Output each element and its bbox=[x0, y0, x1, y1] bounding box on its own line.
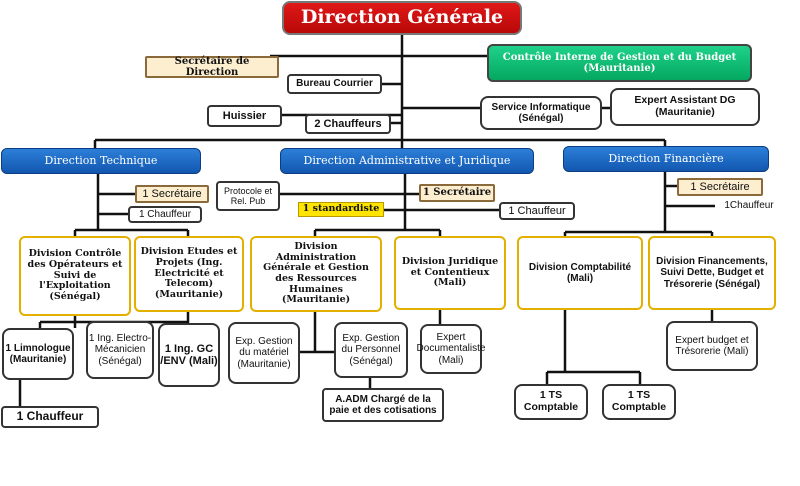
direction-generale-box[interactable]: Direction Générale bbox=[282, 1, 522, 35]
direction-administrative-label: Direction Administrative et Juridique bbox=[303, 153, 511, 167]
division-controle-label: Division Contrôle des Opérateurs et Suiv… bbox=[27, 248, 123, 302]
protocole-box[interactable]: Protocole et Rel. Pub bbox=[216, 181, 280, 211]
exp-personnel-box[interactable]: Exp. Gestion du Personnel (Sénégal) bbox=[334, 322, 408, 378]
secretaire-direction-box[interactable]: Secrétaire de Direction bbox=[145, 56, 279, 78]
adm-paie-label: A.ADM Chargé de la paie et des cotisatio… bbox=[329, 393, 437, 416]
chauffeurs-box[interactable]: 2 Chauffeurs bbox=[305, 114, 391, 134]
fin-secretaire-label: 1 Secrétaire bbox=[690, 180, 750, 193]
ing-gc-box[interactable]: 1 Ing. GC /ENV (Mali) bbox=[158, 323, 220, 387]
service-informatique-box[interactable]: Service Informatique (Sénégal) bbox=[480, 96, 602, 130]
secretaire-direction-label: Secrétaire de Direction bbox=[174, 55, 250, 78]
ts-comptable-2-box[interactable]: 1 TS Comptable bbox=[602, 384, 676, 420]
service-informatique-label: Service Informatique (Sénégal) bbox=[491, 101, 591, 124]
direction-generale-title: Direction Générale bbox=[300, 6, 504, 29]
limnologue-box[interactable]: 1 Limnologue (Mauritanie) bbox=[2, 328, 74, 380]
bureau-courrier-box[interactable]: Bureau Courrier bbox=[287, 74, 382, 94]
division-etudes-label: Division Etudes et Projets (Ing. Electri… bbox=[140, 246, 238, 300]
direction-technique-box[interactable]: Direction Technique bbox=[1, 148, 201, 174]
fin-secretaire-box[interactable]: 1 Secrétaire bbox=[677, 178, 763, 196]
expert-budget-label: Expert budget et Trésorerie (Mali) bbox=[675, 334, 749, 357]
division-juridique-box[interactable]: Division Juridique et Contentieux (Mali) bbox=[394, 236, 506, 310]
standardiste-label: 1 standardiste bbox=[302, 203, 380, 215]
ing-gc-label: 1 Ing. GC /ENV (Mali) bbox=[160, 342, 218, 367]
exp-materiel-box[interactable]: Exp. Gestion du matériel (Mauritanie) bbox=[228, 322, 300, 384]
division-comptabilite-box[interactable]: Division Comptabilité (Mali) bbox=[517, 236, 643, 310]
admin-secretaire-box[interactable]: 1 Secrétaire bbox=[419, 184, 495, 202]
huissier-box[interactable]: Huissier bbox=[207, 105, 282, 127]
division-etudes-box[interactable]: Division Etudes et Projets (Ing. Electri… bbox=[134, 236, 244, 312]
tech-secretaire-label: 1 Secrétaire bbox=[142, 187, 202, 200]
expert-dg-label: Expert Assistant DG (Mauritanie) bbox=[634, 94, 736, 118]
direction-administrative-box[interactable]: Direction Administrative et Juridique bbox=[280, 148, 534, 174]
division-administration-box[interactable]: Division Administration Générale et Gest… bbox=[250, 236, 382, 312]
direction-financiere-label: Direction Financière bbox=[608, 151, 724, 165]
direction-financiere-box[interactable]: Direction Financière bbox=[563, 146, 769, 172]
tech-secretaire-box[interactable]: 1 Secrétaire bbox=[135, 185, 209, 203]
chauffeurs-label: 2 Chauffeurs bbox=[314, 117, 382, 130]
exp-personnel-label: Exp. Gestion du Personnel (Sénégal) bbox=[341, 333, 401, 367]
expert-documentaliste-label: Expert Documentaliste (Mali) bbox=[416, 332, 486, 366]
tech-chauffeur-bottom-label: 1 Chauffeur bbox=[16, 409, 84, 424]
expert-documentaliste-box[interactable]: Expert Documentaliste (Mali) bbox=[417, 324, 485, 374]
fin-chauffeur-box[interactable]: 1Chauffeur bbox=[714, 198, 784, 214]
division-administration-label: Division Administration Générale et Gest… bbox=[263, 241, 369, 306]
admin-chauffeur-box[interactable]: 1 Chauffeur bbox=[499, 202, 575, 220]
division-comptabilite-label: Division Comptabilité (Mali) bbox=[528, 261, 632, 284]
ts-comptable-1-label: 1 TS Comptable bbox=[523, 389, 579, 413]
expert-budget-box[interactable]: Expert budget et Trésorerie (Mali) bbox=[666, 321, 758, 371]
division-financements-label: Division Financements, Suivi Dette, Budg… bbox=[656, 256, 768, 290]
division-financements-box[interactable]: Division Financements, Suivi Dette, Budg… bbox=[648, 236, 776, 310]
exp-materiel-label: Exp. Gestion du matériel (Mauritanie) bbox=[235, 336, 293, 370]
tech-chauffeur-label: 1 Chauffeur bbox=[138, 208, 192, 220]
division-juridique-label: Division Juridique et Contentieux (Mali) bbox=[401, 256, 499, 289]
adm-paie-box[interactable]: A.ADM Chargé de la paie et des cotisatio… bbox=[322, 388, 444, 422]
controle-interne-label: Contrôle Interne de Gestion et du Budget… bbox=[502, 51, 737, 74]
tech-chauffeur-bottom-box[interactable]: 1 Chauffeur bbox=[1, 406, 99, 428]
admin-chauffeur-label: 1 Chauffeur bbox=[508, 204, 566, 217]
protocole-label: Protocole et Rel. Pub bbox=[223, 185, 273, 206]
standardiste-box[interactable]: 1 standardiste bbox=[298, 202, 384, 217]
controle-interne-box[interactable]: Contrôle Interne de Gestion et du Budget… bbox=[487, 44, 752, 82]
ts-comptable-2-label: 1 TS Comptable bbox=[611, 389, 667, 413]
direction-technique-label: Direction Technique bbox=[44, 153, 158, 167]
ing-electro-box[interactable]: 1 Ing. Electro-Mécanicien (Sénégal) bbox=[86, 321, 154, 379]
bureau-courrier-label: Bureau Courrier bbox=[296, 78, 373, 90]
tech-chauffeur-box[interactable]: 1 Chauffeur bbox=[128, 206, 202, 223]
division-controle-box[interactable]: Division Contrôle des Opérateurs et Suiv… bbox=[19, 236, 131, 316]
huissier-label: Huissier bbox=[222, 109, 267, 122]
expert-dg-box[interactable]: Expert Assistant DG (Mauritanie) bbox=[610, 88, 760, 126]
fin-chauffeur-label: 1Chauffeur bbox=[724, 200, 774, 212]
limnologue-label: 1 Limnologue (Mauritanie) bbox=[5, 342, 71, 365]
ts-comptable-1-box[interactable]: 1 TS Comptable bbox=[514, 384, 588, 420]
admin-secretaire-label: 1 Secrétaire bbox=[422, 187, 492, 199]
ing-electro-label: 1 Ing. Electro-Mécanicien (Sénégal) bbox=[88, 333, 152, 367]
